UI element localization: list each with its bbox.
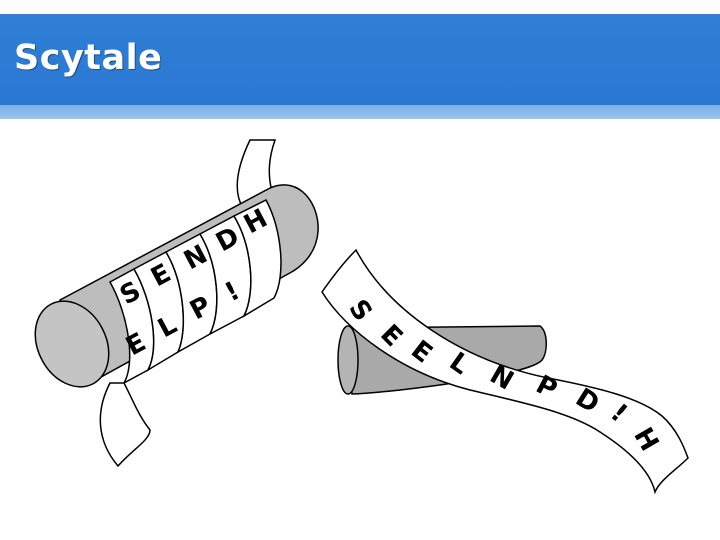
rod-end [337,325,359,395]
unwound-strip [321,248,689,495]
strip-band [232,199,282,318]
title-bar [0,14,720,105]
unwound-scytale: S E E L N P D ! H [321,248,689,495]
strip-tail-bottom [99,382,151,468]
rod-end [34,300,110,388]
slide-title: Scytale [14,38,163,78]
wrapped-scytale: S E N D H E L P ! [34,139,319,468]
title-bar-accent [0,105,720,119]
